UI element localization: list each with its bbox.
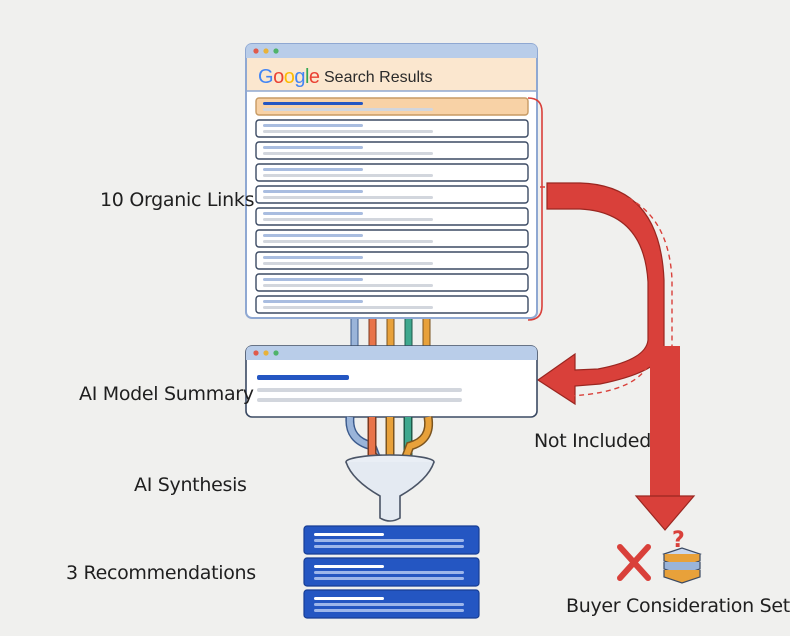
ai-summary-window xyxy=(245,345,538,418)
ai-model-summary-label: AI Model Summary xyxy=(79,383,254,405)
recommendation-list xyxy=(303,525,480,619)
window-dot-red xyxy=(253,48,259,54)
search-result-row xyxy=(255,207,529,226)
exclusion-arrow xyxy=(536,182,696,531)
window-dot-green xyxy=(273,48,279,54)
not-included-label: Not Included xyxy=(534,430,651,452)
recommendation-bar xyxy=(303,589,480,619)
buyer-consideration-set-label: Buyer Consideration Set xyxy=(566,595,790,617)
search-result-row xyxy=(255,97,529,116)
question-mark-icon: ? xyxy=(672,528,685,553)
recommendations-label: 3 Recommendations xyxy=(66,562,256,584)
search-result-row xyxy=(255,185,529,204)
search-result-row xyxy=(255,141,529,160)
ai-synthesis-label: AI Synthesis xyxy=(134,474,247,496)
search-result-row xyxy=(255,273,529,292)
results-bracket xyxy=(527,97,543,321)
excluded-x-icon xyxy=(617,544,651,581)
search-results-title: Search Results xyxy=(324,69,433,86)
search-result-row xyxy=(255,229,529,248)
recommendation-bar xyxy=(303,557,480,587)
database-stack-icon xyxy=(662,547,702,584)
window-dot-yellow xyxy=(263,48,269,54)
result-list xyxy=(255,97,529,314)
google-logo: Google xyxy=(258,66,320,88)
search-result-row xyxy=(255,119,529,138)
recommendation-bar xyxy=(303,525,480,555)
organic-links-label: 10 Organic Links xyxy=(100,189,255,211)
search-result-row xyxy=(255,163,529,182)
funnel xyxy=(345,454,435,522)
search-result-row xyxy=(255,251,529,270)
search-results-window: Google Search Results xyxy=(245,43,538,319)
svg-text:?: ? xyxy=(672,528,685,553)
search-result-row xyxy=(255,295,529,314)
